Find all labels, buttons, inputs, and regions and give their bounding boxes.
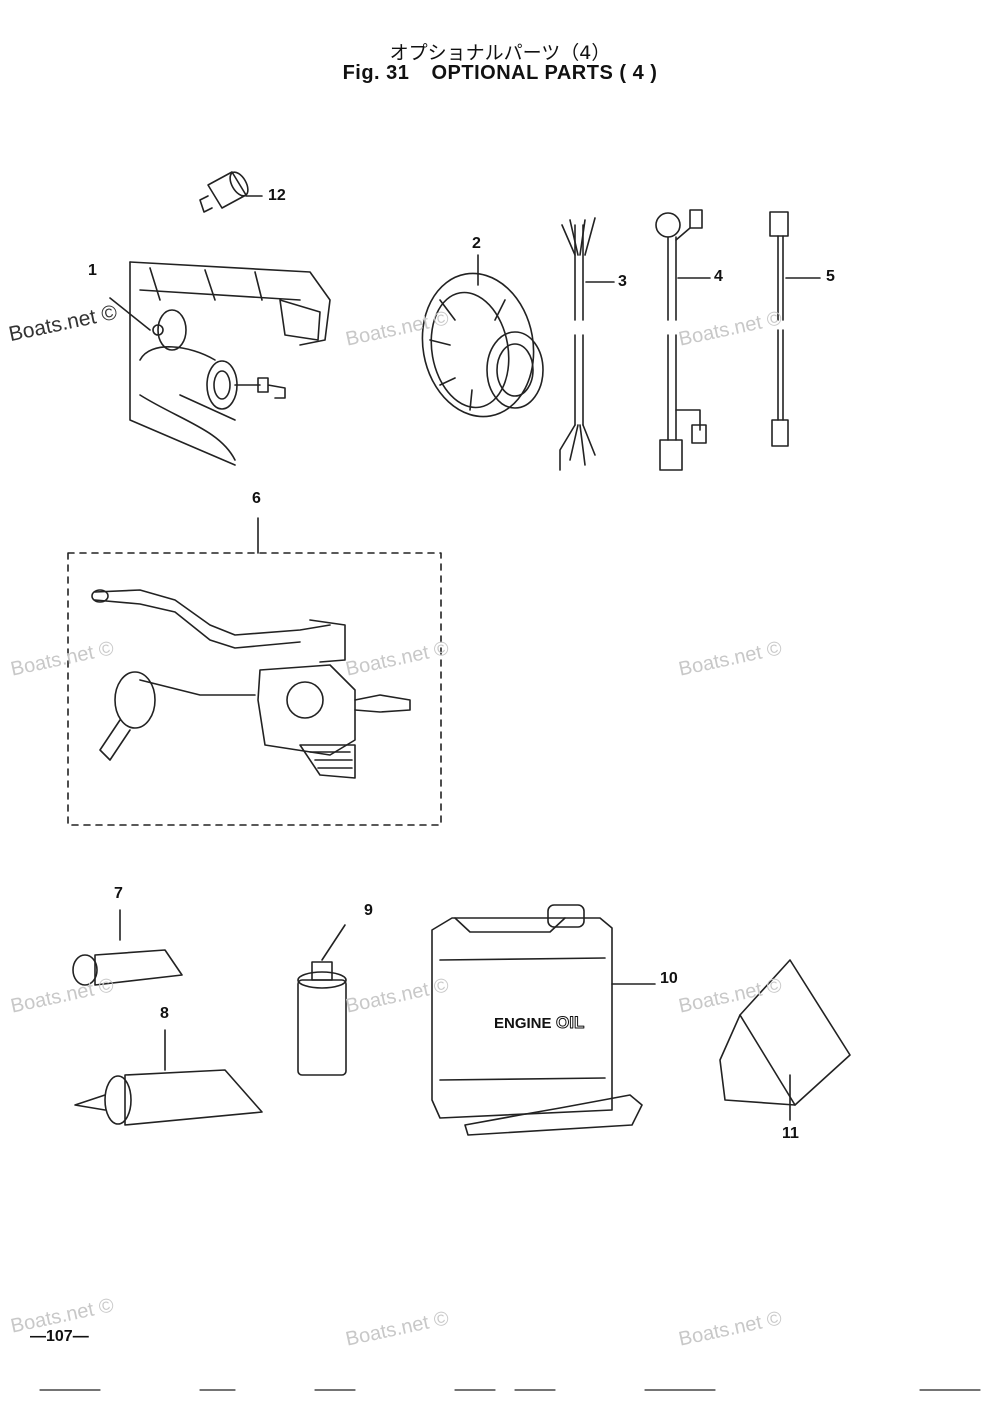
part-1-lower-unit[interactable] <box>109 261 331 466</box>
part-6-fuel-assembly[interactable] <box>67 517 442 826</box>
part-11-cover[interactable] <box>719 959 851 1121</box>
callout-7: 7 <box>114 885 123 902</box>
part-4-extension-harness[interactable] <box>655 209 711 471</box>
callout-9: 9 <box>364 902 373 919</box>
figure-title-japanese: オプショナルパーツ（4） <box>389 42 611 64</box>
callout-10: 10 <box>660 970 678 987</box>
part-7-grease-tube-small[interactable] <box>72 909 183 986</box>
callout-5: 5 <box>826 268 835 285</box>
part-12-anode[interactable] <box>199 169 263 213</box>
figure-title-english: OPTIONAL PARTS ( 4 ) <box>431 62 658 84</box>
callout-11: 11 <box>782 1125 799 1142</box>
callout-1: 1 <box>88 262 97 279</box>
callout-4: 4 <box>714 268 723 285</box>
part-8-grease-tube-large[interactable] <box>74 1029 263 1126</box>
figure-number: Fig. 31 <box>342 62 410 84</box>
product-label-prefix: ENGINE <box>494 1015 552 1032</box>
callout-2: 2 <box>472 235 481 252</box>
part-5-lead-wire[interactable] <box>769 211 821 447</box>
callout-12: 12 <box>268 187 286 204</box>
callout-3: 3 <box>618 273 627 290</box>
part-9-spray-can[interactable] <box>297 924 347 1076</box>
callout-6: 6 <box>252 490 261 507</box>
product-label-suffix: OIL <box>556 1013 584 1032</box>
part-3-wire-harness[interactable] <box>559 217 615 471</box>
part-10-oil-jug[interactable] <box>431 904 656 1136</box>
callout-8: 8 <box>160 1005 169 1022</box>
part-2-rubber-ring[interactable] <box>411 254 544 425</box>
page-number: —107— <box>30 1328 89 1345</box>
figure-title: Fig. 31 OPTIONAL PARTS ( 4 ) <box>0 62 1000 85</box>
